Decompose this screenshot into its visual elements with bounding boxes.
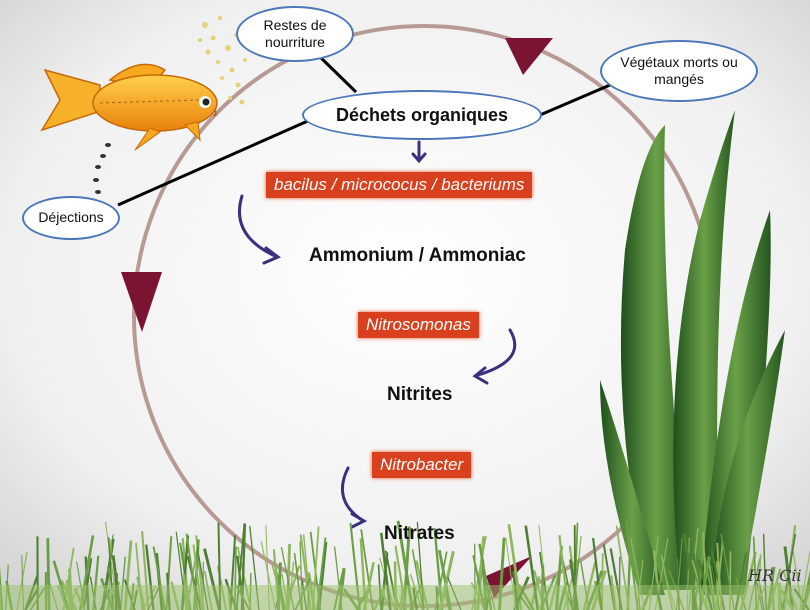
goldfish-icon xyxy=(40,63,218,151)
node-food-remains: Restes de nourriture xyxy=(236,6,354,62)
bacteria-tag-stage2: Nitrosomonas xyxy=(358,312,479,338)
grass-ground xyxy=(0,585,810,610)
food-flakes-icon xyxy=(198,16,247,105)
cycle-arrow-left-icon xyxy=(121,272,162,332)
node-food-remains-label: Restes de nourriture xyxy=(263,16,327,51)
bacteria-tag-stage1: bacilus / micrococus / bacteriums xyxy=(266,172,533,198)
cycle-arrow-top-icon xyxy=(505,38,553,75)
curved-arrow-nitrites-icon xyxy=(476,328,517,377)
node-organic-waste-label: Déchets organiques xyxy=(335,104,509,125)
node-organic-waste: Déchets organiques xyxy=(302,90,542,140)
curved-arrow-waste-head xyxy=(411,152,427,164)
product-nitrates: Nitrates xyxy=(384,523,455,544)
bacteria-tag-stage3: Nitrobacter xyxy=(372,452,472,478)
node-droppings: Déjections xyxy=(22,196,120,240)
artist-signature: HR Cii xyxy=(748,566,802,585)
curved-arrows xyxy=(237,140,517,529)
droppings-icon xyxy=(93,143,111,194)
connector-plants-to-waste xyxy=(539,83,611,117)
curved-arrow-ammonium-icon xyxy=(237,194,277,258)
product-nitrites: Nitrites xyxy=(387,384,453,405)
curved-arrow-ammonium-head xyxy=(262,246,281,265)
product-ammonium: Ammonium / Ammoniac xyxy=(309,245,526,266)
node-dead-plants: Végétaux morts ou mangés xyxy=(600,40,758,102)
curved-arrow-nitrates-head xyxy=(350,512,368,529)
connector-food-to-waste xyxy=(316,53,358,94)
aquatic-plant-icon xyxy=(600,110,785,595)
curved-arrow-nitrites-head xyxy=(472,366,489,385)
connector-droppings-to-waste xyxy=(117,118,311,207)
node-droppings-label: Déjections xyxy=(38,209,104,226)
node-dead-plants-label: Végétaux morts ou mangés xyxy=(620,53,738,88)
